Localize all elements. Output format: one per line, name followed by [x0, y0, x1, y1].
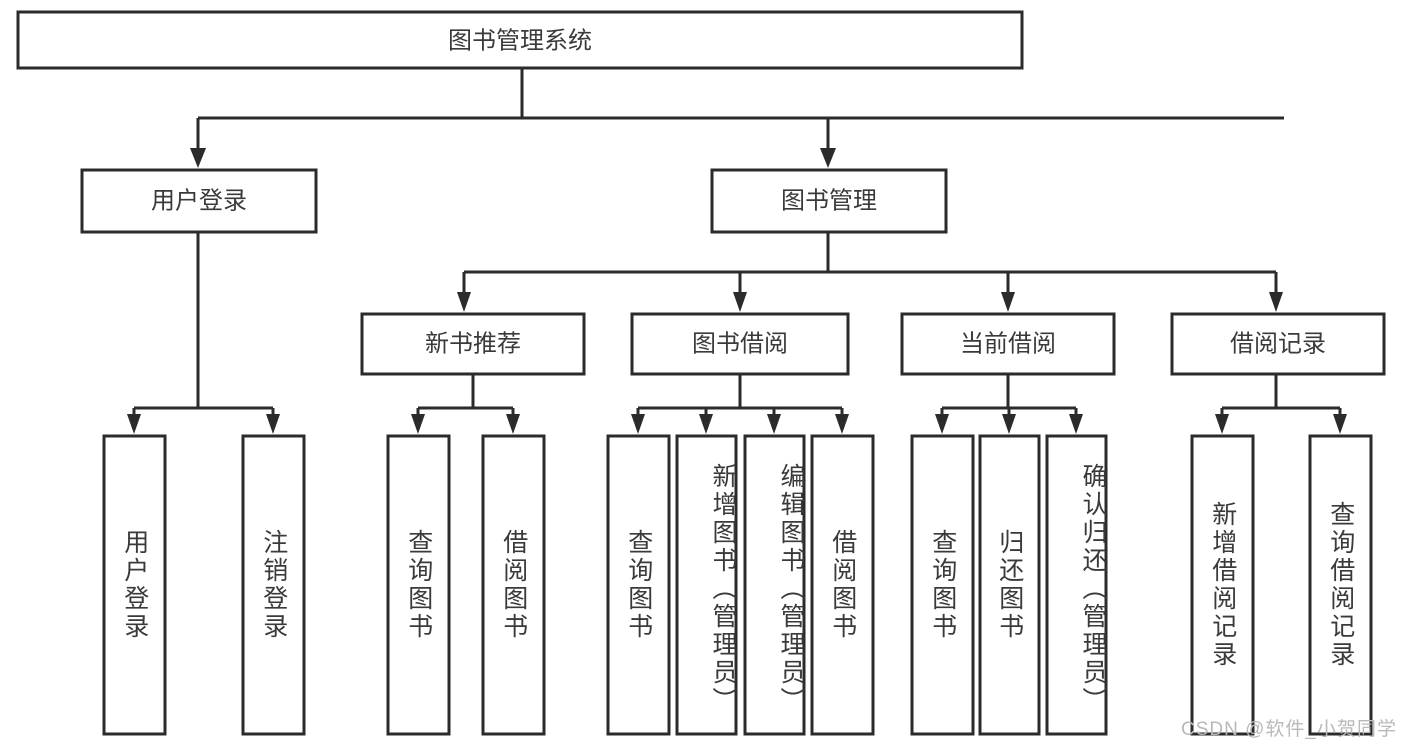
arrow-head-leaf-borrow-book-1 — [506, 414, 520, 434]
arrow-head-new-book-recommend — [457, 292, 471, 312]
node-borrow-record-box[interactable] — [1170, 312, 1386, 376]
node-current-borrow[interactable]: 当前借阅 — [900, 312, 1116, 376]
arrow-head-book-borrow — [733, 292, 747, 312]
node-book-borrow-label: 图书借阅 — [692, 330, 788, 357]
leaf-box-return-book[interactable] — [978, 434, 1041, 736]
node-user-login-box[interactable] — [80, 168, 318, 234]
connector-group-new-book-recommend — [411, 373, 520, 434]
leaf-box-logout-login[interactable] — [241, 434, 306, 736]
arrow-head-book-management — [820, 148, 836, 168]
leaf-box-add-book[interactable] — [675, 434, 738, 736]
arrow-head-leaf-user-login — [127, 414, 141, 434]
arrow-head-leaf-return-book — [1002, 414, 1016, 434]
arrow-head-leaf-borrow-book-2 — [835, 414, 849, 434]
leaf-box-group — [102, 434, 1373, 736]
connector-group-user-login — [127, 233, 280, 434]
leaf-box-confirm-return[interactable] — [1045, 434, 1108, 736]
connector-group-book-borrow — [631, 373, 849, 434]
leaf-box-borrow-book-2[interactable] — [810, 434, 875, 736]
leaf-box-query-record[interactable] — [1308, 434, 1373, 736]
connector-group-borrow-record — [1215, 373, 1347, 434]
leaf-box-query-book-2[interactable] — [606, 434, 671, 736]
node-current-borrow-box[interactable] — [900, 312, 1116, 376]
node-borrow-record-label: 借阅记录 — [1230, 330, 1326, 357]
node-book-borrow[interactable]: 图书借阅 — [630, 312, 850, 376]
node-root[interactable]: 图书管理系统 — [16, 10, 1024, 70]
node-new-book-recommend[interactable]: 新书推荐 — [360, 312, 586, 376]
leaf-box-borrow-book-1[interactable] — [481, 434, 546, 736]
node-book-management-box[interactable] — [710, 168, 948, 234]
arrow-head-leaf-edit-book — [767, 414, 781, 434]
arrow-head-leaf-query-book-1 — [411, 414, 425, 434]
arrow-head-borrow-record — [1269, 292, 1283, 312]
arrow-head-leaf-add-book — [699, 414, 713, 434]
arrow-head-leaf-query-record — [1333, 414, 1347, 434]
arrow-head-leaf-query-book-2 — [631, 414, 645, 434]
node-current-borrow-label: 当前借阅 — [960, 330, 1056, 357]
arrow-head-leaf-logout-login — [266, 414, 280, 434]
node-book-management[interactable]: 图书管理 — [710, 168, 948, 234]
arrow-head-leaf-confirm-return — [1069, 414, 1083, 434]
connector-group-current-borrow — [935, 373, 1083, 434]
connector-group-book-management — [457, 233, 1283, 312]
connector-group-root — [190, 68, 1284, 168]
leaf-box-add-record[interactable] — [1190, 434, 1255, 736]
node-borrow-record[interactable]: 借阅记录 — [1170, 312, 1386, 376]
arrow-head-leaf-query-book-3 — [935, 414, 949, 434]
arrow-head-leaf-add-record — [1215, 414, 1229, 434]
node-root-box[interactable] — [16, 10, 1024, 70]
leaf-box-edit-book[interactable] — [743, 434, 806, 736]
node-root-label: 图书管理系统 — [448, 27, 592, 54]
node-user-login-label: 用户登录 — [151, 187, 247, 214]
leaf-box-user-login[interactable] — [102, 434, 167, 736]
watermark-text: CSDN @软件_小贺同学 — [1181, 719, 1397, 740]
leaf-box-query-book-3[interactable] — [910, 434, 975, 736]
node-user-login[interactable]: 用户登录 — [80, 168, 318, 234]
arrow-head-user-login — [190, 148, 206, 168]
leaf-box-query-book-1[interactable] — [386, 434, 451, 736]
node-book-borrow-box[interactable] — [630, 312, 850, 376]
node-new-book-recommend-label: 新书推荐 — [425, 330, 521, 357]
node-new-book-recommend-box[interactable] — [360, 312, 586, 376]
arrow-head-current-borrow — [1001, 292, 1015, 312]
node-book-management-label: 图书管理 — [781, 187, 877, 214]
